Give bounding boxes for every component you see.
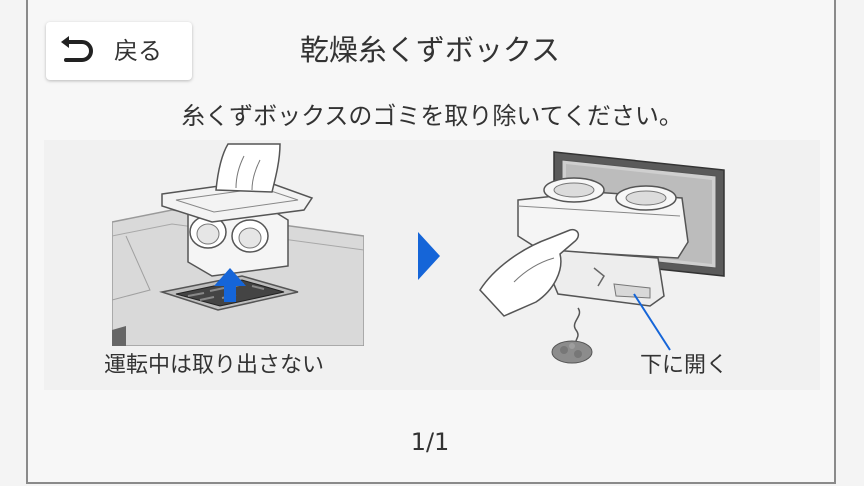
- back-button[interactable]: 戻る: [46, 22, 192, 80]
- lint-box-open-illustration: [479, 151, 725, 364]
- page-indicator: 1/1: [410, 428, 450, 456]
- page-title: 乾燥糸くずボックス: [299, 33, 561, 67]
- left-caption: 運転中は取り出さない: [104, 353, 325, 378]
- lint-box-removal-illustration: [112, 143, 364, 346]
- right-caption: 下に開く: [640, 353, 729, 378]
- triangle-right-icon: [418, 232, 440, 280]
- instruction-text: 糸くずボックスのゴミを取り除いてください。: [181, 102, 683, 130]
- back-button-label: 戻る: [114, 37, 162, 65]
- return-arrow-icon: [61, 36, 93, 62]
